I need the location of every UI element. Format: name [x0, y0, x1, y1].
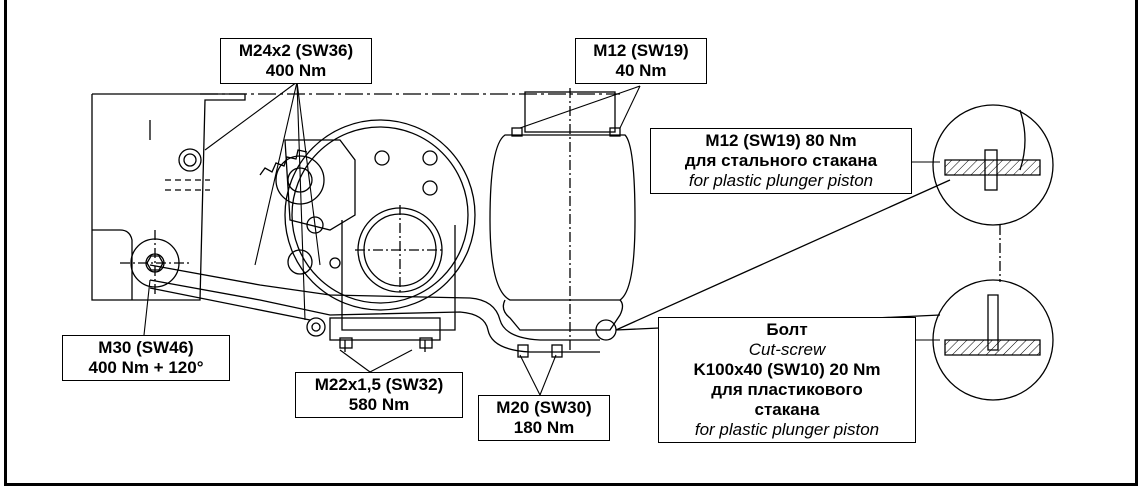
drawing-frame: [4, 0, 1138, 486]
callout-bolt-line5: стакана: [754, 400, 820, 419]
detail-view-steel: [932, 104, 1054, 226]
callout-bolt-line6: for plastic plunger piston: [694, 420, 880, 439]
plug: [178, 148, 202, 172]
callout-leaders: [143, 81, 940, 396]
callout-m12-top: M12 (SW19) 40 Nm: [575, 38, 707, 84]
brake-chamber: [275, 139, 438, 269]
axle: [341, 205, 456, 331]
callout-bolt-line3: K100x40 (SW10) 20 Nm: [693, 360, 881, 379]
callout-bolt-line4: для пластикового: [711, 380, 863, 399]
callout-m12-top-line1: M12 (SW19): [593, 41, 689, 60]
front-eye-bolt: [120, 230, 190, 296]
shock-eye: [306, 317, 326, 337]
callout-m30: M30 (SW46) 400 Nm + 120°: [62, 335, 230, 381]
air-spring: [489, 88, 636, 358]
callout-m22-line1: M22x1,5 (SW32): [314, 375, 444, 394]
callout-m20: M20 (SW30) 180 Nm: [478, 395, 610, 441]
shock-eye-inner: [311, 322, 321, 332]
callout-m22-line2: 580 Nm: [348, 395, 410, 414]
trailing-arm: [149, 264, 600, 353]
callout-m12-top-line2: 40 Nm: [615, 61, 667, 80]
callout-m12-piston-line2: для стального стакана: [684, 151, 878, 170]
callout-m20-line1: M20 (SW30): [496, 398, 592, 417]
detail-view-plastic: [932, 279, 1054, 401]
callout-m20-line2: 180 Nm: [513, 418, 575, 437]
callout-m30-line2: 400 Nm + 120°: [88, 358, 204, 377]
callout-m30-line1: M30 (SW46): [98, 338, 194, 357]
callout-m12-piston-line3: for plastic plunger piston: [688, 171, 874, 190]
u-bolt-plate: [329, 317, 441, 352]
detail-leader: [615, 179, 951, 331]
front-hanger-bracket: [91, 93, 246, 301]
callout-bolt-line2: Cut-screw: [748, 340, 826, 359]
callout-m12-piston: M12 (SW19) 80 Nm для стального стакана f…: [650, 128, 912, 194]
callout-m24-line2: 400 Nm: [265, 61, 327, 80]
callout-m22: M22x1,5 (SW32) 580 Nm: [295, 372, 463, 418]
plug-inner: [183, 153, 197, 167]
callout-m24-line1: M24x2 (SW36): [238, 41, 354, 60]
callout-m12-piston-line1: M12 (SW19) 80 Nm: [705, 131, 857, 150]
callout-bolt: Болт Cut-screw K100x40 (SW10) 20 Nm для …: [658, 317, 916, 443]
callout-m24: M24x2 (SW36) 400 Nm: [220, 38, 372, 84]
brake-drum: [259, 119, 476, 311]
callout-bolt-line1: Болт: [766, 320, 808, 339]
plug: [287, 249, 313, 275]
